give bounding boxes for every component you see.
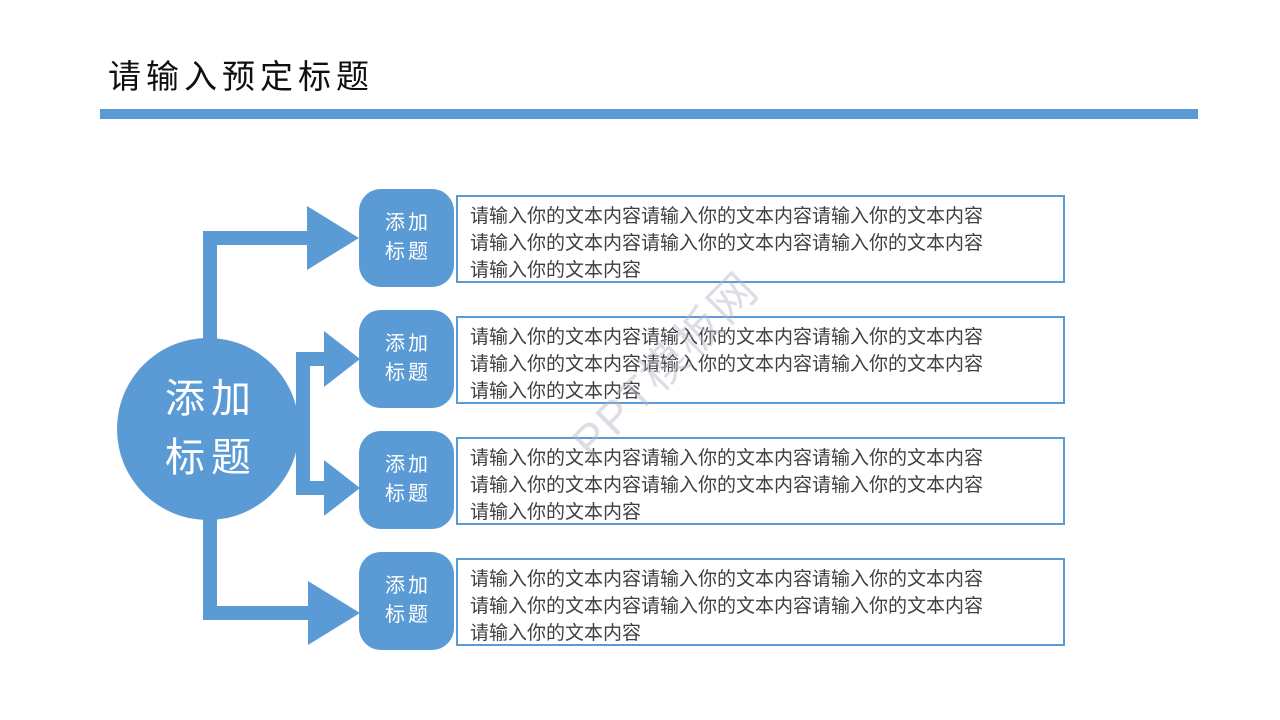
center-title-line2: 标题: [165, 436, 257, 480]
body-text-line: 请输入你的文本内容请输入你的文本内容请输入你的文本内容: [470, 448, 984, 469]
connector-horizontal-segment: [203, 231, 313, 245]
connector-row-1: [203, 206, 359, 341]
arrow-right-icon: [307, 206, 359, 270]
arrow-right-icon: [308, 581, 360, 645]
connector-row-4: [203, 518, 360, 645]
body-text-line: 请输入你的文本内容: [470, 260, 642, 281]
row-1-text-placeholder[interactable]: 请输入你的文本内容请输入你的文本内容请输入你的文本内容 请输入你的文本内容请输入…: [456, 195, 1065, 283]
row-3-title-badge[interactable]: 添加 标题: [359, 431, 454, 529]
arrow-right-icon: [324, 331, 360, 387]
body-text-line: 请输入你的文本内容: [470, 502, 642, 523]
connector-vertical-segment: [296, 424, 310, 488]
connector-row-3: [296, 424, 360, 516]
row-2-text-placeholder[interactable]: 请输入你的文本内容请输入你的文本内容请输入你的文本内容 请输入你的文本内容请输入…: [456, 316, 1065, 404]
body-text-line: 请输入你的文本内容请输入你的文本内容请输入你的文本内容: [470, 206, 984, 227]
connector-vertical-segment: [203, 231, 217, 341]
body-text-line: 请输入你的文本内容请输入你的文本内容请输入你的文本内容: [470, 569, 984, 590]
connector-vertical-segment: [296, 352, 310, 434]
badge-label-line2: 标题: [385, 483, 431, 505]
badge-label-line1: 添加: [385, 212, 431, 234]
body-text-line: 请输入你的文本内容请输入你的文本内容请输入你的文本内容: [470, 596, 984, 617]
row-1-title-badge[interactable]: 添加 标题: [359, 189, 454, 287]
connector-row-2: [296, 331, 360, 434]
badge-label-line1: 添加: [385, 454, 431, 476]
connector-horizontal-segment: [296, 481, 328, 495]
diagram-row-4: 添加 标题 请输入你的文本内容请输入你的文本内容请输入你的文本内容 请输入你的文…: [359, 552, 1065, 650]
connector-vertical-segment: [203, 518, 217, 620]
title-underline-bar: [100, 109, 1198, 119]
arrow-right-icon: [324, 460, 360, 516]
body-text-line: 请输入你的文本内容: [470, 623, 642, 644]
connector-horizontal-segment: [203, 606, 315, 620]
body-text-line: 请输入你的文本内容请输入你的文本内容请输入你的文本内容: [470, 327, 984, 348]
diagram-row-3: 添加 标题 请输入你的文本内容请输入你的文本内容请输入你的文本内容 请输入你的文…: [359, 431, 1065, 529]
body-text-line: 请输入你的文本内容请输入你的文本内容请输入你的文本内容: [470, 354, 984, 375]
center-title-circle[interactable]: 添加 标题: [117, 338, 299, 520]
badge-label-line1: 添加: [385, 333, 431, 355]
row-4-title-badge[interactable]: 添加 标题: [359, 552, 454, 650]
badge-label-line2: 标题: [385, 362, 431, 384]
badge-label-line2: 标题: [385, 241, 431, 263]
body-text-line: 请输入你的文本内容请输入你的文本内容请输入你的文本内容: [470, 475, 984, 496]
page-title[interactable]: 请输入预定标题: [108, 58, 374, 95]
center-title-line1: 添加: [165, 377, 257, 421]
connector-horizontal-segment: [296, 352, 328, 366]
body-text-line: 请输入你的文本内容请输入你的文本内容请输入你的文本内容: [470, 233, 984, 254]
row-3-text-placeholder[interactable]: 请输入你的文本内容请输入你的文本内容请输入你的文本内容 请输入你的文本内容请输入…: [456, 437, 1065, 525]
row-2-title-badge[interactable]: 添加 标题: [359, 310, 454, 408]
diagram-row-1: 添加 标题 请输入你的文本内容请输入你的文本内容请输入你的文本内容 请输入你的文…: [359, 189, 1065, 287]
body-text-line: 请输入你的文本内容: [470, 381, 642, 402]
diagram-row-2: 添加 标题 请输入你的文本内容请输入你的文本内容请输入你的文本内容 请输入你的文…: [359, 310, 1065, 408]
badge-label-line2: 标题: [385, 604, 431, 626]
row-4-text-placeholder[interactable]: 请输入你的文本内容请输入你的文本内容请输入你的文本内容 请输入你的文本内容请输入…: [456, 558, 1065, 646]
badge-label-line1: 添加: [385, 575, 431, 597]
